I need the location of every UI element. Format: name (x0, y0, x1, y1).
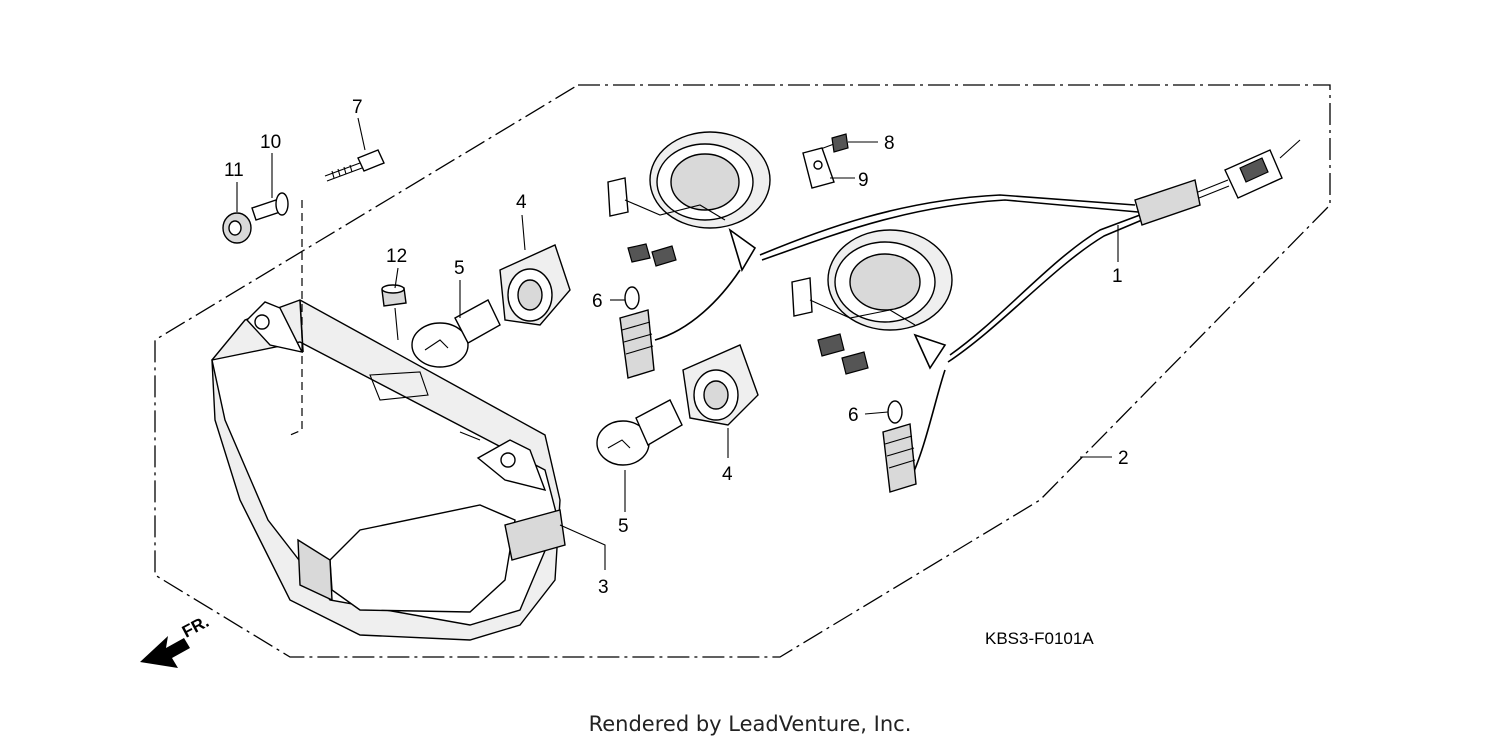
mount-guide-line (287, 200, 303, 437)
callout-4-lower: 4 (722, 464, 733, 485)
callout-6-upper: 6 (592, 291, 603, 312)
assembly-boundary (154, 84, 1331, 658)
wedge-bulb-lower (882, 400, 917, 493)
callout-6-lower: 6 (848, 405, 859, 426)
callout-1: 1 (1112, 266, 1123, 287)
callout-3: 3 (598, 577, 609, 598)
bolt (324, 149, 385, 182)
wire-harness (654, 139, 1301, 481)
callout-4-upper: 4 (516, 192, 527, 213)
socket-harness-lower (791, 229, 953, 375)
bulb-upper (411, 299, 501, 368)
callout-9: 9 (858, 170, 869, 191)
socket-upper (499, 244, 571, 326)
socket-lower (682, 344, 759, 426)
callout-5-lower: 5 (618, 516, 629, 537)
wedge-bulb-upper (619, 286, 655, 379)
headlight-housing (211, 299, 566, 641)
rubber-cap (381, 284, 407, 307)
grommet-nut (222, 212, 252, 244)
diagram-code: KBS3-F0101A (985, 629, 1094, 648)
leader-lines (236, 117, 1119, 570)
front-direction-label: FR. (179, 612, 212, 642)
screw (817, 133, 849, 153)
callout-10: 10 (260, 132, 281, 153)
callout-12: 12 (386, 246, 407, 267)
callout-2: 2 (1118, 448, 1129, 469)
collar-washer (251, 192, 289, 221)
socket-harness-upper (607, 131, 771, 272)
footer-credit: Rendered by LeadVenture, Inc. (588, 712, 912, 736)
callout-5-upper: 5 (454, 258, 465, 279)
callout-11: 11 (224, 160, 244, 181)
wire-clip (802, 147, 835, 189)
arrow-left-down-icon (140, 636, 190, 668)
bulb-lower (596, 399, 683, 466)
callout-8: 8 (884, 133, 895, 154)
callout-7: 7 (352, 97, 363, 118)
